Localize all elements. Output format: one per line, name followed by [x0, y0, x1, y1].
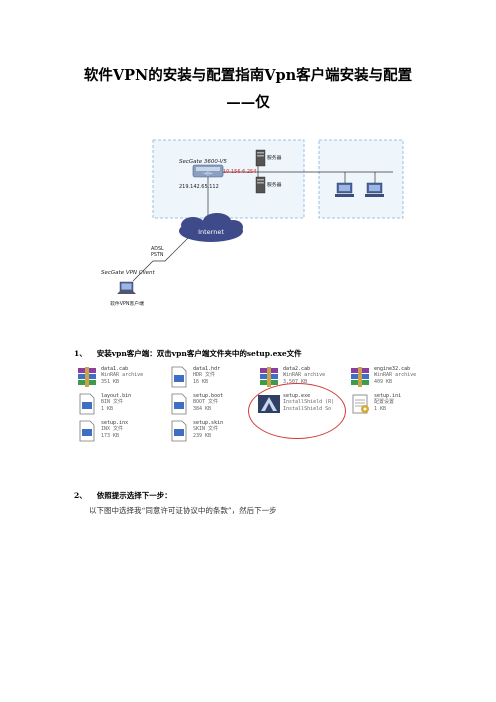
- file-size: 239 KB: [193, 432, 212, 439]
- access-label-2: PSTN: [151, 252, 164, 258]
- pc-icon: [365, 182, 384, 197]
- gateway-ip-internal: 10.156.6.254: [223, 169, 256, 175]
- file-name: layout.bin: [101, 393, 132, 399]
- generic-file-icon: [171, 420, 187, 442]
- generic-file-icon: [171, 366, 187, 388]
- internet-cloud-icon: [179, 213, 243, 242]
- file-name: setup.skin: [193, 420, 224, 426]
- internet-label: Internet: [198, 228, 224, 236]
- file-size: 384 KB: [193, 405, 212, 412]
- file-name: setup.ini: [374, 393, 402, 399]
- file-type: 配置设置: [374, 399, 395, 406]
- winrar-archive-icon: [260, 367, 278, 387]
- lan-zone: [318, 139, 404, 219]
- file-name: data1.cab: [101, 366, 129, 372]
- file-type: HDR 文件: [193, 372, 216, 379]
- server-icon: [255, 176, 266, 194]
- gateway-label: SecGate 3600-V5: [179, 159, 227, 165]
- file-name: engine32.cab: [374, 366, 411, 372]
- server-icon: [255, 149, 266, 167]
- file-type: INX 文件: [101, 426, 124, 433]
- file-name: setup.boot: [193, 393, 224, 399]
- file-type: BOOT 文件: [193, 399, 219, 406]
- file-size: 173 KB: [101, 432, 120, 439]
- file-type: SKIN 文件: [193, 426, 219, 433]
- generic-file-icon: [171, 393, 187, 415]
- setup-exe-highlight-ring: [248, 383, 346, 439]
- file-size: 16 KB: [193, 378, 209, 385]
- file-size: 1 KB: [374, 405, 387, 412]
- generic-file-icon: [79, 393, 95, 415]
- gateway-device-icon: →|←: [192, 164, 224, 178]
- config-notepad-icon: [352, 394, 369, 414]
- file-size: 1 KB: [101, 405, 114, 412]
- gateway-zone: [152, 139, 305, 219]
- step-1: 1、安装vpn客户端：双击vpn客户端文件夹中的setup.exe文件: [74, 348, 302, 359]
- file-size: 3,507 KB: [283, 378, 308, 385]
- document-title: 软件VPN的安装与配置指南Vpn客户端安装与配置 ——仅: [40, 62, 456, 116]
- svg-text:→|←: →|←: [203, 171, 213, 177]
- vpn-client-software-label: SecGate VPN Client: [101, 270, 156, 276]
- step-1-number: 1、: [74, 349, 87, 358]
- server-1-label: 服务器: [267, 154, 282, 161]
- vpn-client-laptop-icon: [117, 281, 136, 294]
- file-name: data1.hdr: [193, 366, 221, 372]
- server-2-label: 服务器: [267, 181, 282, 188]
- step-2: 2、依照提示选择下一步：: [74, 490, 172, 501]
- file-name: setup.inx: [101, 420, 129, 426]
- file-type: BIN 文件: [101, 399, 124, 406]
- step-2-text: 依照提示选择下一步：: [96, 491, 172, 500]
- vpn-client-host-label: 软件VPN客户端: [110, 300, 144, 307]
- file-type: WinRAR archive: [101, 372, 144, 379]
- winrar-archive-icon: [78, 367, 96, 387]
- step-1-text: 安装vpn客户端：双击vpn客户端文件夹中的setup.exe文件: [96, 349, 302, 358]
- network-diagram: →|← SecGate 3600-V5 10.156.6.254 219.142…: [101, 139, 404, 307]
- pc-icon: [335, 182, 354, 197]
- generic-file-icon: [79, 420, 95, 442]
- gateway-ip-external: 219.142.65.112: [179, 184, 219, 190]
- title-line-2: ——仅: [226, 94, 270, 111]
- file-size: 409 KB: [374, 378, 393, 385]
- access-label-1: ADSL: [151, 246, 164, 252]
- winrar-archive-icon: [351, 367, 369, 387]
- file-type: WinRAR archive: [283, 372, 326, 379]
- step-2-number: 2、: [74, 491, 87, 500]
- file-type: WinRAR archive: [374, 372, 417, 379]
- file-size: 351 KB: [101, 378, 120, 385]
- step-2-instruction: 以下图中选择我“同意许可证协议中的条款”，然后下一步: [89, 506, 277, 515]
- file-name: data2.cab: [283, 366, 311, 372]
- title-line-1: 软件VPN的安装与配置指南Vpn客户端安装与配置: [83, 67, 413, 84]
